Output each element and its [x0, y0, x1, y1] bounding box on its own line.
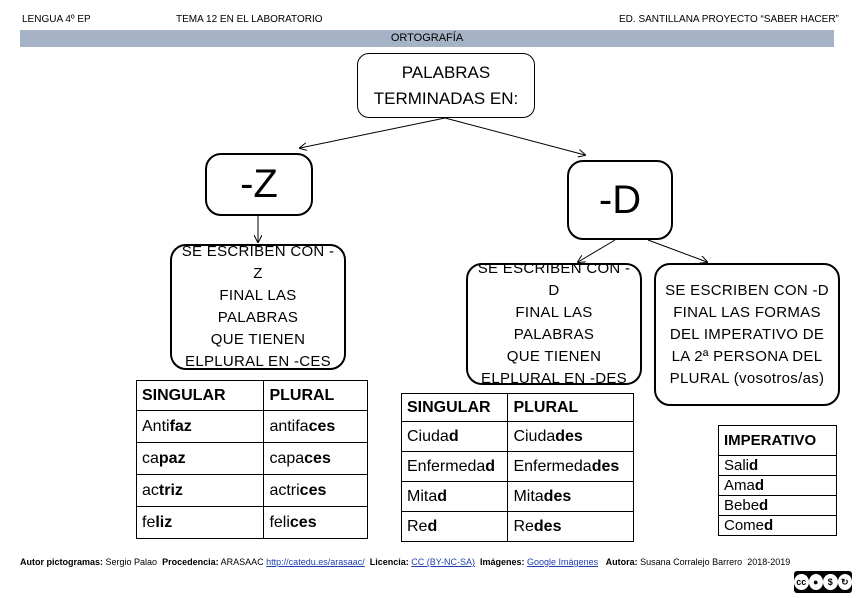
by-icon: ●	[808, 574, 823, 590]
d-table-header-singular: SINGULAR	[400, 393, 509, 422]
z-box: -Z	[205, 153, 313, 216]
subject-label: LENGUA 4º EP	[22, 14, 91, 25]
table-cell: Amad	[718, 475, 837, 496]
z-table: SINGULAR PLURAL Antifaz antifaces capaz …	[135, 380, 368, 539]
root-box: PALABRAS TERMINADAS EN:	[357, 53, 535, 118]
arrow-root-to-z	[300, 117, 446, 148]
footer-images-link[interactable]: Google Imágenes	[527, 557, 599, 567]
topic-label: TEMA 12 EN EL LABORATORIO	[176, 14, 323, 25]
footer-license-label: Licencia:	[369, 557, 409, 567]
d-imperative-rule-text: SE ESCRIBEN CON -D FINAL LAS FORMAS DEL …	[665, 281, 829, 387]
d-table: SINGULAR PLURAL Ciudad Ciudades Enfermed…	[400, 393, 634, 542]
footer-license-link[interactable]: CC (BY-NC-SA)	[411, 557, 475, 567]
sa-icon: ↻	[837, 574, 852, 590]
table-cell: Enfermedades	[507, 451, 634, 482]
table-row: Mitad Mitades	[400, 481, 634, 512]
footer-author-label: Autor pictogramas:	[20, 557, 104, 567]
table-cell: feliz	[135, 506, 265, 539]
d-table-header-plural: PLURAL	[507, 393, 634, 422]
table-cell: Comed	[718, 515, 837, 536]
table-cell: Red	[400, 511, 509, 542]
creative-commons-icon: cc ● $ ↻	[794, 571, 852, 593]
footer-credits: Autor pictogramas: Sergio Palao Proceden…	[20, 557, 790, 567]
cc-badge-text: cc	[794, 574, 809, 590]
d-plural-rule-text: SE ESCRIBEN CON -D FINAL LAS PALABRAS QU…	[477, 260, 631, 387]
z-rule-text: SE ESCRIBEN CON -Z FINAL LAS PALABRAS QU…	[181, 243, 335, 370]
table-cell: Bebed	[718, 495, 837, 516]
d-label: -D	[598, 177, 642, 222]
table-row: Red Redes	[400, 511, 634, 542]
z-label: -Z	[240, 162, 278, 206]
footer-years: 2018-2019	[747, 557, 791, 567]
section-title: ORTOGRAFÍA	[390, 32, 464, 44]
z-rule-box: SE ESCRIBEN CON -Z FINAL LAS PALABRAS QU…	[170, 243, 346, 370]
table-cell: Salid	[718, 455, 837, 476]
table-cell: actrices	[263, 474, 368, 507]
z-table-header-singular: SINGULAR	[135, 380, 265, 411]
table-row: Salid	[718, 455, 837, 476]
table-row: Enfermedad Enfermedades	[400, 451, 634, 482]
footer-author2-label: Autora:	[605, 557, 638, 567]
d-plural-rule-box: SE ESCRIBEN CON -D FINAL LAS PALABRAS QU…	[466, 260, 642, 387]
table-cell: Ciudades	[507, 421, 634, 452]
table-cell: capaz	[135, 442, 265, 475]
table-row: actriz actrices	[135, 474, 368, 507]
table-cell: Redes	[507, 511, 634, 542]
table-cell: antifaces	[263, 410, 368, 443]
z-table-header-plural: PLURAL	[263, 380, 368, 411]
footer-source-link[interactable]: http://catedu.es/arasaac/	[266, 557, 365, 567]
d-imperative-rule-box: SE ESCRIBEN CON -D FINAL LAS FORMAS DEL …	[654, 263, 840, 406]
table-cell: Mitad	[400, 481, 509, 512]
imperative-table: IMPERATIVO Salid Amad Bebed Comed	[718, 425, 837, 536]
arrow-d-to-imperative	[647, 239, 707, 262]
table-row: Ciudad Ciudades	[400, 421, 634, 452]
table-cell: Antifaz	[135, 410, 265, 443]
footer-images-label: Imágenes:	[479, 557, 525, 567]
table-cell: actriz	[135, 474, 265, 507]
publisher-label: ED. SANTILLANA PROYECTO “SABER HACER”	[619, 14, 839, 25]
table-row: Amad	[718, 475, 837, 496]
nc-icon: $	[823, 574, 838, 590]
imperative-table-header: IMPERATIVO	[718, 425, 837, 456]
table-row: Antifaz antifaces	[135, 410, 368, 443]
table-cell: Mitades	[507, 481, 634, 512]
arrow-root-to-d	[444, 117, 585, 155]
table-row: capaz capaces	[135, 442, 368, 475]
table-cell: Enfermedad	[400, 451, 509, 482]
table-row: Comed	[718, 515, 837, 536]
table-row: Bebed	[718, 495, 837, 516]
arrow-d-to-plural	[578, 239, 616, 262]
d-box: -D	[567, 160, 673, 240]
footer-source: ARASAAC	[220, 557, 264, 567]
section-bar: ORTOGRAFÍA	[20, 30, 834, 47]
table-cell: capaces	[263, 442, 368, 475]
footer-author2: Susana Corralejo Barrero	[640, 557, 743, 567]
table-cell: felices	[263, 506, 368, 539]
root-text: PALABRAS TERMINADAS EN:	[373, 62, 519, 108]
table-row: feliz felices	[135, 506, 368, 539]
table-cell: Ciudad	[400, 421, 509, 452]
footer-source-label: Procedencia:	[162, 557, 219, 567]
footer-author: Sergio Palao	[105, 557, 158, 567]
